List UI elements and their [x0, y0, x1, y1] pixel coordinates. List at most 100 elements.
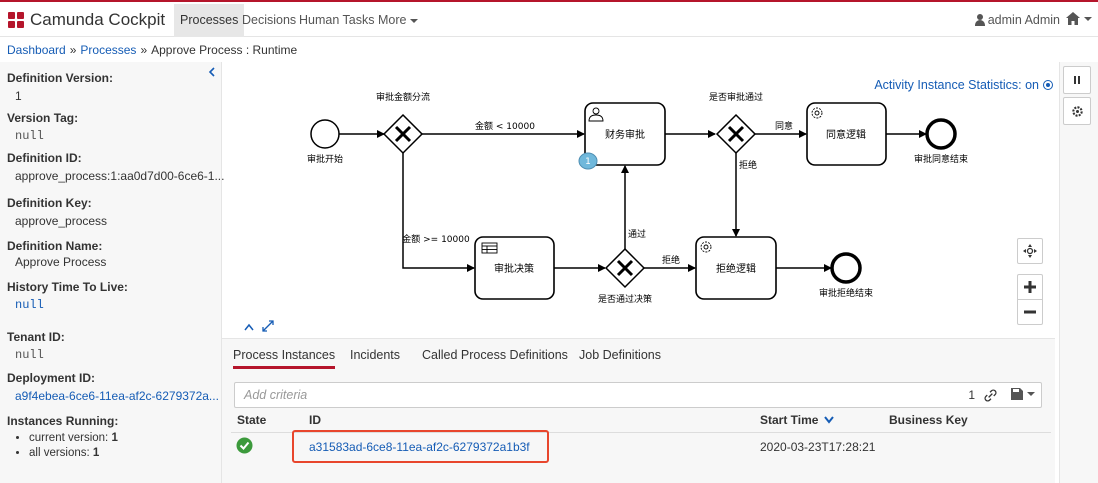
version-tag-value: null [15, 129, 44, 143]
definition-id-value: approve_process:1:aa0d7d00-6ce6-1... [15, 169, 225, 183]
collapse-sidebar-icon[interactable] [207, 64, 217, 80]
breadcrumb-current: Approve Process : Runtime [151, 43, 298, 57]
right-toolbar [1059, 62, 1098, 483]
task-finance[interactable] [584, 102, 666, 166]
definition-sidebar [0, 62, 222, 483]
sequence-flows [339, 130, 927, 272]
list-item: all versions: 1 [29, 446, 118, 461]
gateway-split[interactable] [382, 113, 424, 155]
flow-label: 通过 [628, 228, 646, 240]
brand[interactable]: Camunda Cockpit [8, 10, 165, 30]
plus-icon [1024, 281, 1036, 293]
bpmn-diagram: 审批开始 审批金额分流 金额 < 10000 金额 >= 10000 财务审批 … [244, 91, 968, 332]
nav-more[interactable]: More [372, 4, 424, 37]
definition-version-value: 1 [15, 89, 22, 103]
task-finance-label: 财务审批 [605, 128, 645, 141]
home-menu[interactable] [1066, 12, 1092, 25]
save-search-button[interactable] [1011, 388, 1035, 400]
instance-id-link[interactable]: a31583ad-6ce8-11ea-af2c-6279372a1b3f [309, 440, 530, 454]
current-version-label: current version: [29, 432, 109, 444]
tenant-id-value: null [15, 348, 44, 362]
user-name: admin Admin [987, 13, 1060, 27]
prop-history-ttl: History Time To Live: null [7, 280, 128, 312]
definition-key-value: approve_process [15, 214, 108, 228]
pause-icon [1074, 76, 1080, 84]
end-event-agree[interactable] [925, 118, 957, 150]
chevron-down-icon [1027, 392, 1035, 396]
save-icon [1011, 388, 1023, 400]
search-placeholder: Add criteria [244, 388, 308, 402]
nav-processes[interactable]: Processes [174, 4, 245, 37]
result-count: 1 [968, 388, 975, 402]
gateway-approved-label: 是否审批通过 [709, 91, 763, 103]
nav-decisions[interactable]: Decisions [242, 13, 297, 27]
definition-key-label: Definition Key: [7, 196, 92, 210]
chevron-down-icon [410, 18, 419, 23]
tab-incidents[interactable]: Incidents [350, 348, 401, 362]
column-state[interactable]: State [237, 413, 267, 427]
column-start-time[interactable]: Start Time [760, 413, 834, 427]
gateway-approved[interactable] [715, 113, 757, 155]
list-item: current version: 1 [29, 431, 118, 446]
flow-label: 同意 [775, 120, 793, 132]
column-business-key[interactable]: Business Key [889, 413, 968, 427]
sort-desc-icon [824, 416, 834, 424]
gateway-decision[interactable] [604, 247, 646, 289]
instances-running-label: Instances Running: [7, 414, 119, 428]
brand-name: Camunda Cockpit [30, 10, 166, 29]
end-event-reject[interactable] [830, 252, 862, 284]
start-event[interactable] [310, 119, 340, 149]
task-reject[interactable] [695, 236, 777, 300]
filter-search-box[interactable]: Add criteria 1 [234, 382, 1042, 408]
settings-button[interactable] [1063, 97, 1091, 125]
history-ttl-label: History Time To Live: [7, 280, 128, 294]
version-tag-label: Version Tag: [7, 111, 79, 125]
radio-on-icon [1043, 80, 1053, 90]
expand-diagram-icon[interactable] [262, 320, 274, 332]
gateway-decision-label: 是否通过决策 [598, 293, 652, 305]
flow-label: 金额 < 10000 [475, 120, 535, 132]
task-agree[interactable] [806, 102, 887, 166]
history-ttl-value[interactable]: null [15, 298, 44, 312]
nav-human-tasks[interactable]: Human Tasks [299, 13, 375, 27]
instance-count-badge[interactable]: 1 [578, 152, 598, 170]
end-event-reject-label: 审批拒绝结束 [819, 287, 873, 299]
tab-called-process-definitions[interactable]: Called Process Definitions [422, 348, 568, 362]
zoom-out-button[interactable] [1017, 299, 1043, 325]
top-navbar: Camunda Cockpit Processes Decisions Huma… [0, 0, 1098, 37]
prop-tenant-id: Tenant ID: null [7, 330, 65, 362]
tab-process-instances[interactable]: Process Instances [233, 348, 336, 369]
all-versions-value: 1 [92, 447, 100, 459]
pause-button[interactable] [1063, 66, 1091, 94]
reset-zoom-button[interactable] [1017, 238, 1043, 264]
detail-tabs-panel: Process Instances Incidents Called Proce… [222, 338, 1055, 483]
home-icon [1066, 12, 1080, 25]
instance-start-time: 2020-03-23T17:28:21 [760, 440, 876, 454]
prop-deployment-id: Deployment ID: a9f4ebea-6ce6-11ea-af2c-6… [7, 371, 219, 403]
user-menu[interactable]: admin Admin [974, 13, 1060, 27]
breadcrumb: Dashboard»Processes»Approve Process : Ru… [7, 43, 298, 57]
breadcrumb-dashboard[interactable]: Dashboard [7, 43, 66, 57]
prop-definition-name: Definition Name: Approve Process [7, 239, 106, 269]
definition-id-label: Definition ID: [7, 151, 82, 165]
task-decision-label: 审批决策 [494, 262, 534, 275]
activity-stats-toggle[interactable]: Activity Instance Statistics: on [874, 78, 1053, 92]
definition-name-label: Definition Name: [7, 239, 103, 253]
flow-label: 拒绝 [662, 254, 680, 266]
zoom-in-button[interactable] [1017, 274, 1043, 300]
task-decision[interactable] [474, 236, 555, 300]
gear-icon [811, 107, 823, 119]
link-icon[interactable] [984, 389, 997, 402]
crosshair-icon [1023, 244, 1037, 258]
tab-job-definitions[interactable]: Job Definitions [579, 348, 661, 362]
state-ok-icon [236, 437, 253, 454]
collapse-diagram-icon[interactable] [244, 323, 254, 331]
table-icon [481, 242, 498, 254]
current-version-value: 1 [111, 432, 118, 444]
table-row: a31583ad-6ce8-11ea-af2c-6279372a1b3f 202… [231, 432, 1051, 460]
column-id[interactable]: ID [309, 413, 321, 427]
gear-icon [1071, 105, 1083, 117]
deployment-id-link[interactable]: a9f4ebea-6ce6-11ea-af2c-6279372a... [15, 389, 219, 403]
all-versions-label: all versions: [29, 447, 90, 459]
breadcrumb-processes[interactable]: Processes [80, 43, 137, 57]
